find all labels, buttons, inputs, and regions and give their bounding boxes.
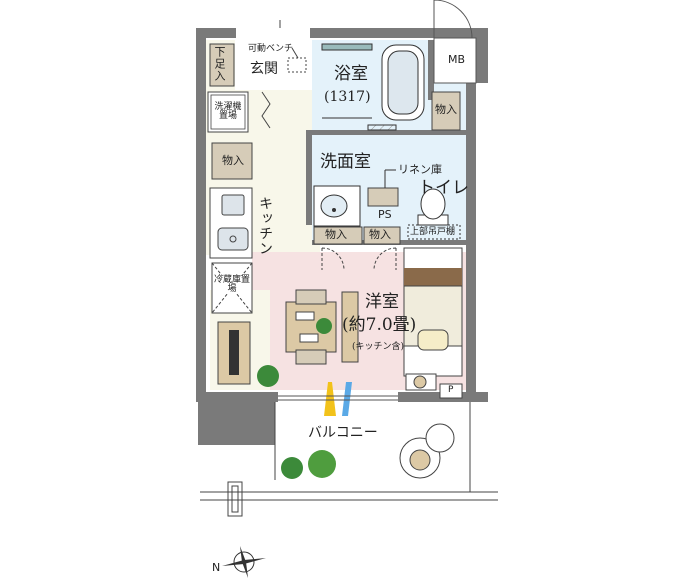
shoe-closet <box>209 43 235 87</box>
bed-headboard <box>404 268 462 286</box>
chair-top <box>295 289 327 305</box>
bath-size-label: (1317) <box>324 89 371 105</box>
bath-label: 浴室 <box>334 64 368 84</box>
bath-door <box>367 124 397 131</box>
upper-cabinet <box>407 224 461 240</box>
western-note-label: (キッチン含) <box>352 342 405 352</box>
balcony-table-set <box>399 423 455 479</box>
washroom-storage-1-label: 物入 <box>325 228 347 241</box>
window-yellow <box>324 382 336 416</box>
laundry-label: 洗濯機置場 <box>214 102 242 121</box>
p-box <box>439 383 463 399</box>
entrance-floor <box>235 40 315 90</box>
shoe-closet-label: 下足入 <box>213 46 226 82</box>
chair-bottom <box>295 349 327 365</box>
mb-label: MB <box>448 53 466 66</box>
compass-rose <box>222 546 266 578</box>
side-shelf <box>341 291 359 363</box>
linen-label: リネン庫 <box>398 163 442 176</box>
linen-closet <box>367 187 399 207</box>
western-area-label: (約7.0畳) <box>342 315 417 335</box>
table-plant <box>316 318 332 334</box>
window-blue <box>342 382 352 416</box>
bath-storage <box>431 91 461 131</box>
washroom-storage-2-label: 物入 <box>369 228 391 241</box>
stove <box>221 194 245 216</box>
plant-room <box>257 365 279 387</box>
bench <box>287 57 307 73</box>
upper-cabinet-label: 上部吊戸棚 <box>410 227 456 237</box>
western-room-label: 洋室 <box>365 292 399 312</box>
sink <box>217 227 249 251</box>
balcony <box>200 402 498 517</box>
mb-door <box>433 0 473 39</box>
kitchen-storage-label: 物入 <box>222 154 244 167</box>
washroom-storage-2 <box>363 226 401 245</box>
pillow <box>417 329 449 351</box>
tv <box>229 330 239 375</box>
washroom-storage-1 <box>313 226 363 245</box>
bath-shelf <box>321 43 373 51</box>
washroom-door <box>321 247 345 271</box>
fridge-label: 冷蔵庫置場 <box>214 275 251 294</box>
bath-storage-label: 物入 <box>435 103 457 116</box>
laundry-space <box>207 91 249 133</box>
p-label: P <box>448 385 454 395</box>
ps-label: PS <box>378 208 392 221</box>
compass-north-label: N <box>212 561 221 574</box>
mb-closet <box>433 37 477 84</box>
plant-balcony-2 <box>308 450 336 478</box>
entrance-label: 玄関 <box>250 61 278 77</box>
laundry-folding-door <box>261 91 271 129</box>
kitchen-label: キッチン <box>257 196 273 256</box>
toilet-bowl <box>420 188 446 220</box>
kitchen-storage <box>211 142 253 180</box>
closet-door <box>373 247 397 271</box>
balcony-label: バルコニー <box>308 425 378 441</box>
bench-label: 可動ベンチ <box>248 44 294 54</box>
washroom-label: 洗面室 <box>320 152 371 172</box>
washbasin <box>320 194 348 218</box>
toilet-label: トイレ <box>418 178 469 198</box>
plant-balcony-1 <box>281 457 303 479</box>
